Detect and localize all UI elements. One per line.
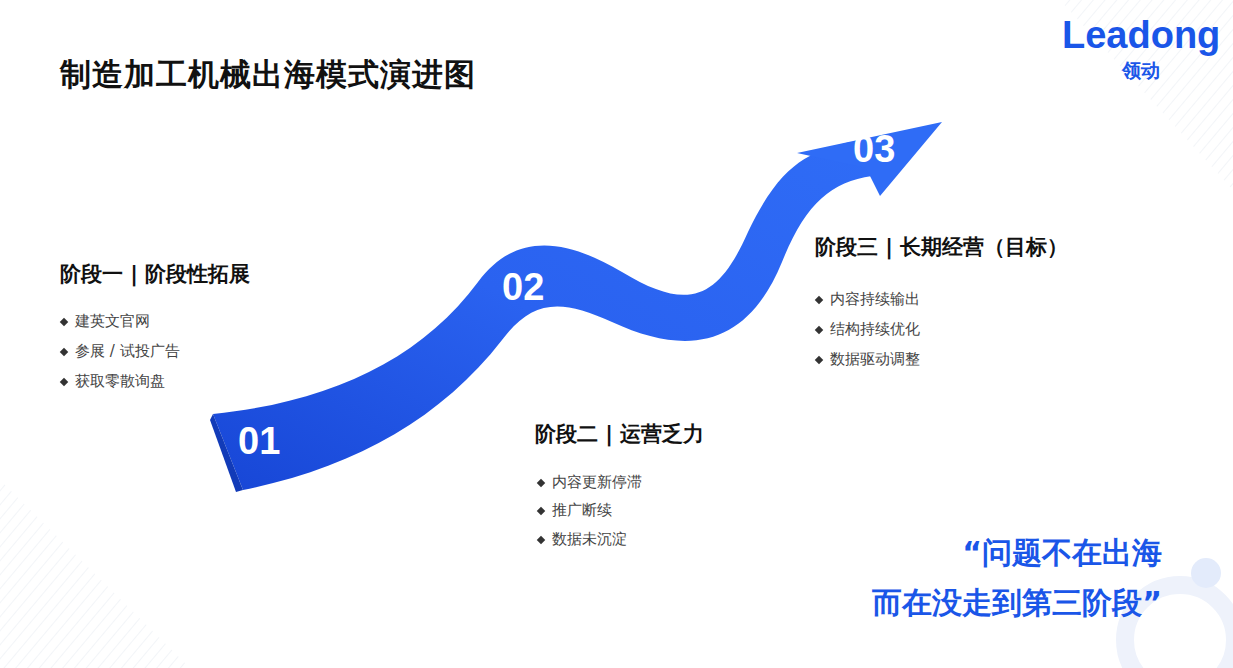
decor-dot — [1191, 558, 1221, 588]
evolution-ribbon — [213, 142, 872, 490]
arrow-head — [797, 122, 942, 196]
bullet-item: 数据驱动调整 — [815, 350, 920, 369]
stage-number: 02 — [502, 266, 544, 309]
logo-text: Leadong — [1062, 14, 1220, 57]
title: 制造加工机械出海模式演进图 — [60, 54, 476, 96]
bullet-item: 数据未沉淀 — [537, 530, 627, 549]
stage-heading: 阶段一 | 阶段性拓展 — [60, 260, 250, 288]
bullet-item: 参展 / 试投广告 — [60, 342, 180, 361]
stage-heading: 阶段二 | 运营乏力 — [535, 420, 704, 448]
bullet-item: 内容更新停滞 — [537, 473, 642, 492]
stage-heading: 阶段三 | 长期经营（目标） — [815, 233, 1068, 261]
stage-number: 03 — [853, 128, 895, 171]
quote-text: “问题不在出海 而在没走到第三阶段” — [762, 528, 1162, 628]
decor-lines — [1060, 0, 1233, 190]
bullet-item: 结构持续优化 — [815, 320, 920, 339]
bullet-item: 推广断续 — [537, 501, 612, 520]
bullet-item: 内容持续输出 — [815, 290, 920, 309]
stage-number: 01 — [238, 420, 280, 463]
bullet-item: 获取零散询盘 — [60, 372, 165, 391]
decor-lines — [0, 480, 190, 668]
logo-text: 领动 — [1122, 58, 1160, 84]
bullet-item: 建英文官网 — [60, 312, 150, 331]
